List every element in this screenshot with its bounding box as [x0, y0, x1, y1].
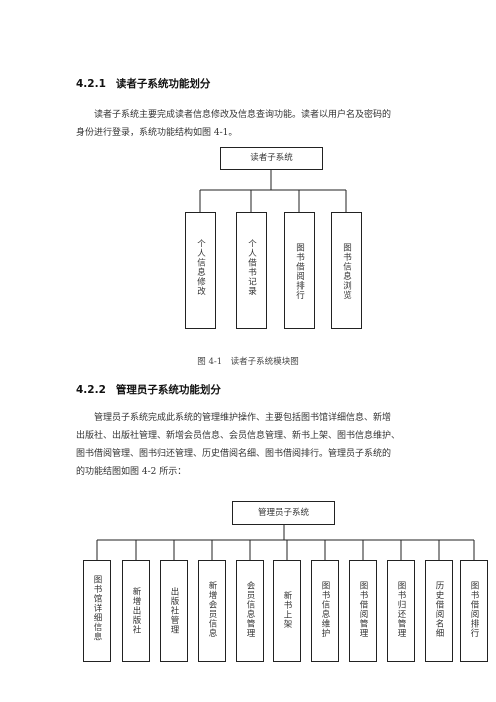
diagram1-root-box: 读者子系统	[220, 147, 323, 170]
diagram2-root-box: 管理员子系统	[232, 501, 335, 525]
diagram2-node: 图书信息维护	[311, 560, 339, 662]
diagram2-node: 出版社管理	[160, 560, 188, 662]
diagram2-node: 新增会员信息	[198, 560, 226, 662]
diagram2-node-label: 新增会员信息	[207, 581, 217, 638]
diagram1-node-label: 图书借阅排行	[294, 243, 305, 300]
paragraph-line: 出版社、出版社管理、新增会员信息、会员信息管理、新书上架、图书信息维护、	[76, 431, 401, 441]
paragraph-line: 管理员子系统完成此系统的管理维护操作、主要包括图书馆详细信息、新增	[94, 413, 392, 423]
diagram1-node-label: 图书信息浏览	[341, 243, 352, 300]
section-title: 读者子系统功能划分	[115, 78, 211, 90]
paragraph-line: 的功能结图如图 4-2 所示：	[76, 467, 187, 477]
figure-caption: 图 4-1 读者子系统模块图	[197, 357, 299, 367]
diagram2-node-label: 新增出版社	[131, 587, 141, 635]
diagram2-node-label: 会员信息管理	[245, 581, 255, 638]
section-title: 管理员子系统功能划分	[115, 384, 221, 396]
diagram1-root-label: 读者子系统	[250, 153, 293, 163]
diagram2-node: 新书上架	[273, 560, 301, 662]
diagram2-node: 图书借阅管理	[349, 560, 377, 662]
diagram2-node: 会员信息管理	[236, 560, 264, 662]
section2-paragraph: 管理员子系统完成此系统的管理维护操作、主要包括图书馆详细信息、新增 出版社、出版…	[76, 409, 432, 481]
diagram2-node-label: 出版社管理	[169, 587, 179, 635]
diagram2-node-label: 图书借阅排行	[469, 581, 479, 638]
section-number: 4.2.1	[76, 78, 106, 90]
paragraph-line: 图书借阅管理、图书归还管理、历史借阅名细、图书借阅排行。管理员子系统的	[76, 449, 392, 459]
diagram1-node-label: 个人信息修改	[195, 239, 206, 296]
diagram2-node: 图书馆详细信息	[83, 560, 111, 662]
diagram2-node-label: 图书馆详细信息	[92, 575, 102, 642]
diagram2-node: 新增出版社	[122, 560, 150, 662]
diagram2-node: 历史借阅名细	[425, 560, 453, 662]
diagram2-node-label: 新书上架	[282, 591, 292, 629]
section-heading-4-2-1: 4.2.1 读者子系统功能划分	[76, 76, 210, 91]
paragraph-line: 读者子系统主要完成读者信息修改及信息查询功能。读者以用户名及密码的	[94, 110, 392, 120]
paragraph-line: 身份进行登录，系统功能结构如图 4-1。	[76, 128, 238, 138]
diagram2-node-label: 图书信息维护	[320, 581, 330, 638]
diagram1-node: 个人借书记录	[236, 212, 267, 329]
section1-paragraph: 读者子系统主要完成读者信息修改及信息查询功能。读者以用户名及密码的 身份进行登录…	[76, 106, 434, 142]
diagram1-node: 图书信息浏览	[331, 212, 362, 329]
diagram1-node: 个人信息修改	[185, 212, 216, 329]
section-heading-4-2-2: 4.2.2 管理员子系统功能划分	[76, 382, 221, 397]
diagram1-node: 图书借阅排行	[284, 212, 315, 329]
diagram2-node-label: 图书借阅管理	[358, 581, 368, 638]
diagram2-node-label: 历史借阅名细	[434, 581, 444, 638]
section-number: 4.2.2	[76, 384, 106, 396]
diagram2-root-label: 管理员子系统	[257, 508, 309, 518]
diagram1-node-label: 个人借书记录	[246, 239, 257, 296]
diagram2-node: 图书归还管理	[387, 560, 415, 662]
diagram2-node-label: 图书归还管理	[396, 581, 406, 638]
diagram2-node: 图书借阅排行	[460, 560, 488, 662]
